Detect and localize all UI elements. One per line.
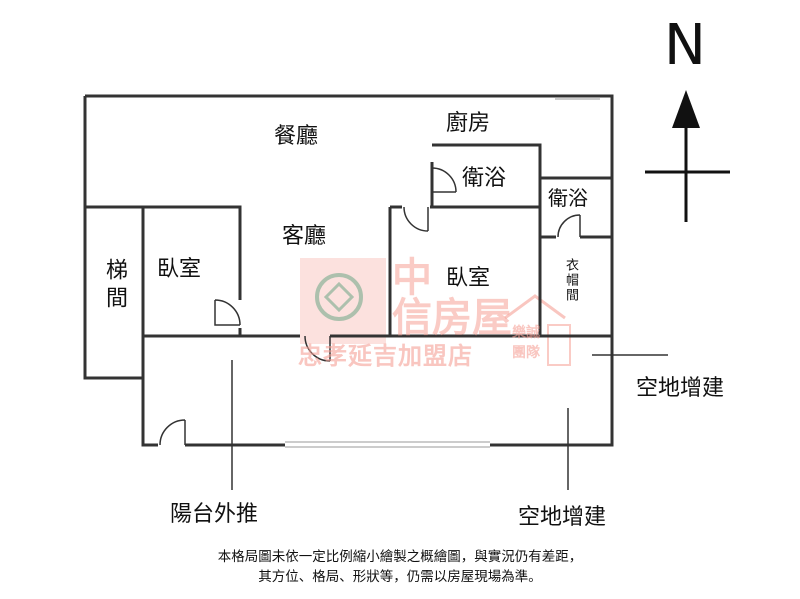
room-label-stairs: 梯間	[102, 258, 127, 314]
disclaimer-line-2: 其方位、格局、形狀等，仍需以房屋現場為準。	[258, 569, 542, 585]
compass	[645, 90, 730, 222]
annotation-open-space-bottom: 空地增建	[518, 505, 607, 530]
room-label-kitchen: 廚房	[446, 111, 491, 136]
watermark-brand-line1: 中	[392, 255, 432, 301]
room-label-dining: 餐廳	[274, 124, 319, 149]
watermark-tag-top: 樂誠	[512, 325, 540, 341]
room-label-bath-right: 衛浴	[548, 186, 588, 210]
watermark-franchise: 忠孝延吉加盟店	[298, 342, 473, 370]
walls	[83, 94, 614, 447]
watermark-logo	[300, 258, 571, 366]
room-label-closet: 衣帽間	[563, 258, 578, 303]
windows	[285, 98, 600, 448]
watermark-tag-bottom: 團隊	[512, 345, 540, 361]
annotation-open-space-right: 空地增建	[636, 376, 725, 401]
room-label-bath-center: 衛浴	[462, 166, 507, 191]
annotation-balcony: 陽台外推	[170, 502, 259, 527]
leader-lines	[190, 354, 668, 490]
room-label-living: 客廳	[282, 224, 327, 249]
room-label-bedroom-left: 臥室	[157, 257, 202, 282]
north-label: N	[664, 13, 706, 78]
disclaimer-line-1: 本格局圖未依一定比例縮小繪製之概繪圖，與實況仍有差距，	[217, 549, 583, 565]
watermark-brand-line2: 信房屋	[392, 295, 512, 341]
doors	[159, 167, 581, 446]
room-label-bedroom-right: 臥室	[446, 266, 491, 291]
